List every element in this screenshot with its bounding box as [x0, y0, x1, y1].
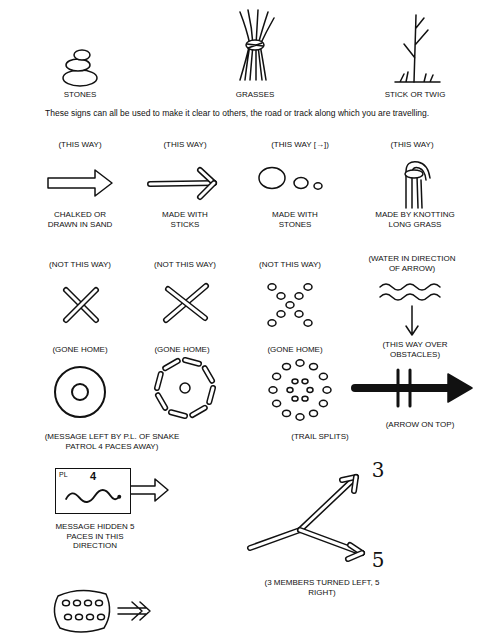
sign-caption: GRASSES: [220, 90, 290, 100]
message-box: PL 4: [55, 468, 131, 514]
sign-caption: (3 MEMBERS TURNED LEFT, 5 RIGHT): [252, 578, 392, 597]
sign-caption: (NOT THIS WAY): [250, 260, 330, 270]
sign-caption: STICK OR TWIG: [375, 90, 455, 100]
sign-caption: (ARROW ON TOP): [375, 420, 465, 430]
sign-caption: MESSAGE HIDDEN 5 PACES IN THIS DIRECTION: [45, 522, 145, 551]
sign-caption: (NOT THIS WAY): [145, 260, 225, 270]
member-count: 3: [368, 458, 388, 482]
sign-caption: CHALKED OR DRAWN IN SAND: [40, 210, 120, 229]
member-count: 5: [368, 548, 388, 572]
sign-caption: MADE WITH STONES: [263, 210, 328, 229]
sign-caption: (WATER IN DIRECTION OF ARROW): [367, 254, 457, 273]
patrol-leader-mark: PL: [59, 471, 68, 478]
sign-caption: MADE BY KNOTTING LONG GRASS: [375, 210, 455, 229]
sign-caption: (GONE HOME): [260, 345, 330, 355]
pace-count: 4: [90, 471, 96, 482]
sign-caption: (THIS WAY): [45, 140, 115, 150]
sign-caption: These signs can all be used to make it c…: [45, 108, 465, 118]
sign-caption: (THIS WAY OVER OBSTACLES): [365, 340, 465, 359]
sign-caption: (THIS WAY): [150, 140, 220, 150]
sign-caption: MADE WITH STICKS: [153, 210, 218, 229]
sign-caption: (NOT THIS WAY): [40, 260, 120, 270]
sign-caption: (GONE HOME): [147, 345, 217, 355]
sign-caption: (TRAIL SPLITS): [275, 432, 365, 442]
sign-caption: (THIS WAY [→]): [255, 140, 345, 150]
sign-caption: (MESSAGE LEFT BY P.L. OF SNAKE PATROL 4 …: [42, 432, 182, 451]
sign-caption: (GONE HOME): [45, 345, 115, 355]
sign-caption: STONES: [50, 90, 110, 100]
sign-caption: (THIS WAY): [377, 140, 447, 150]
